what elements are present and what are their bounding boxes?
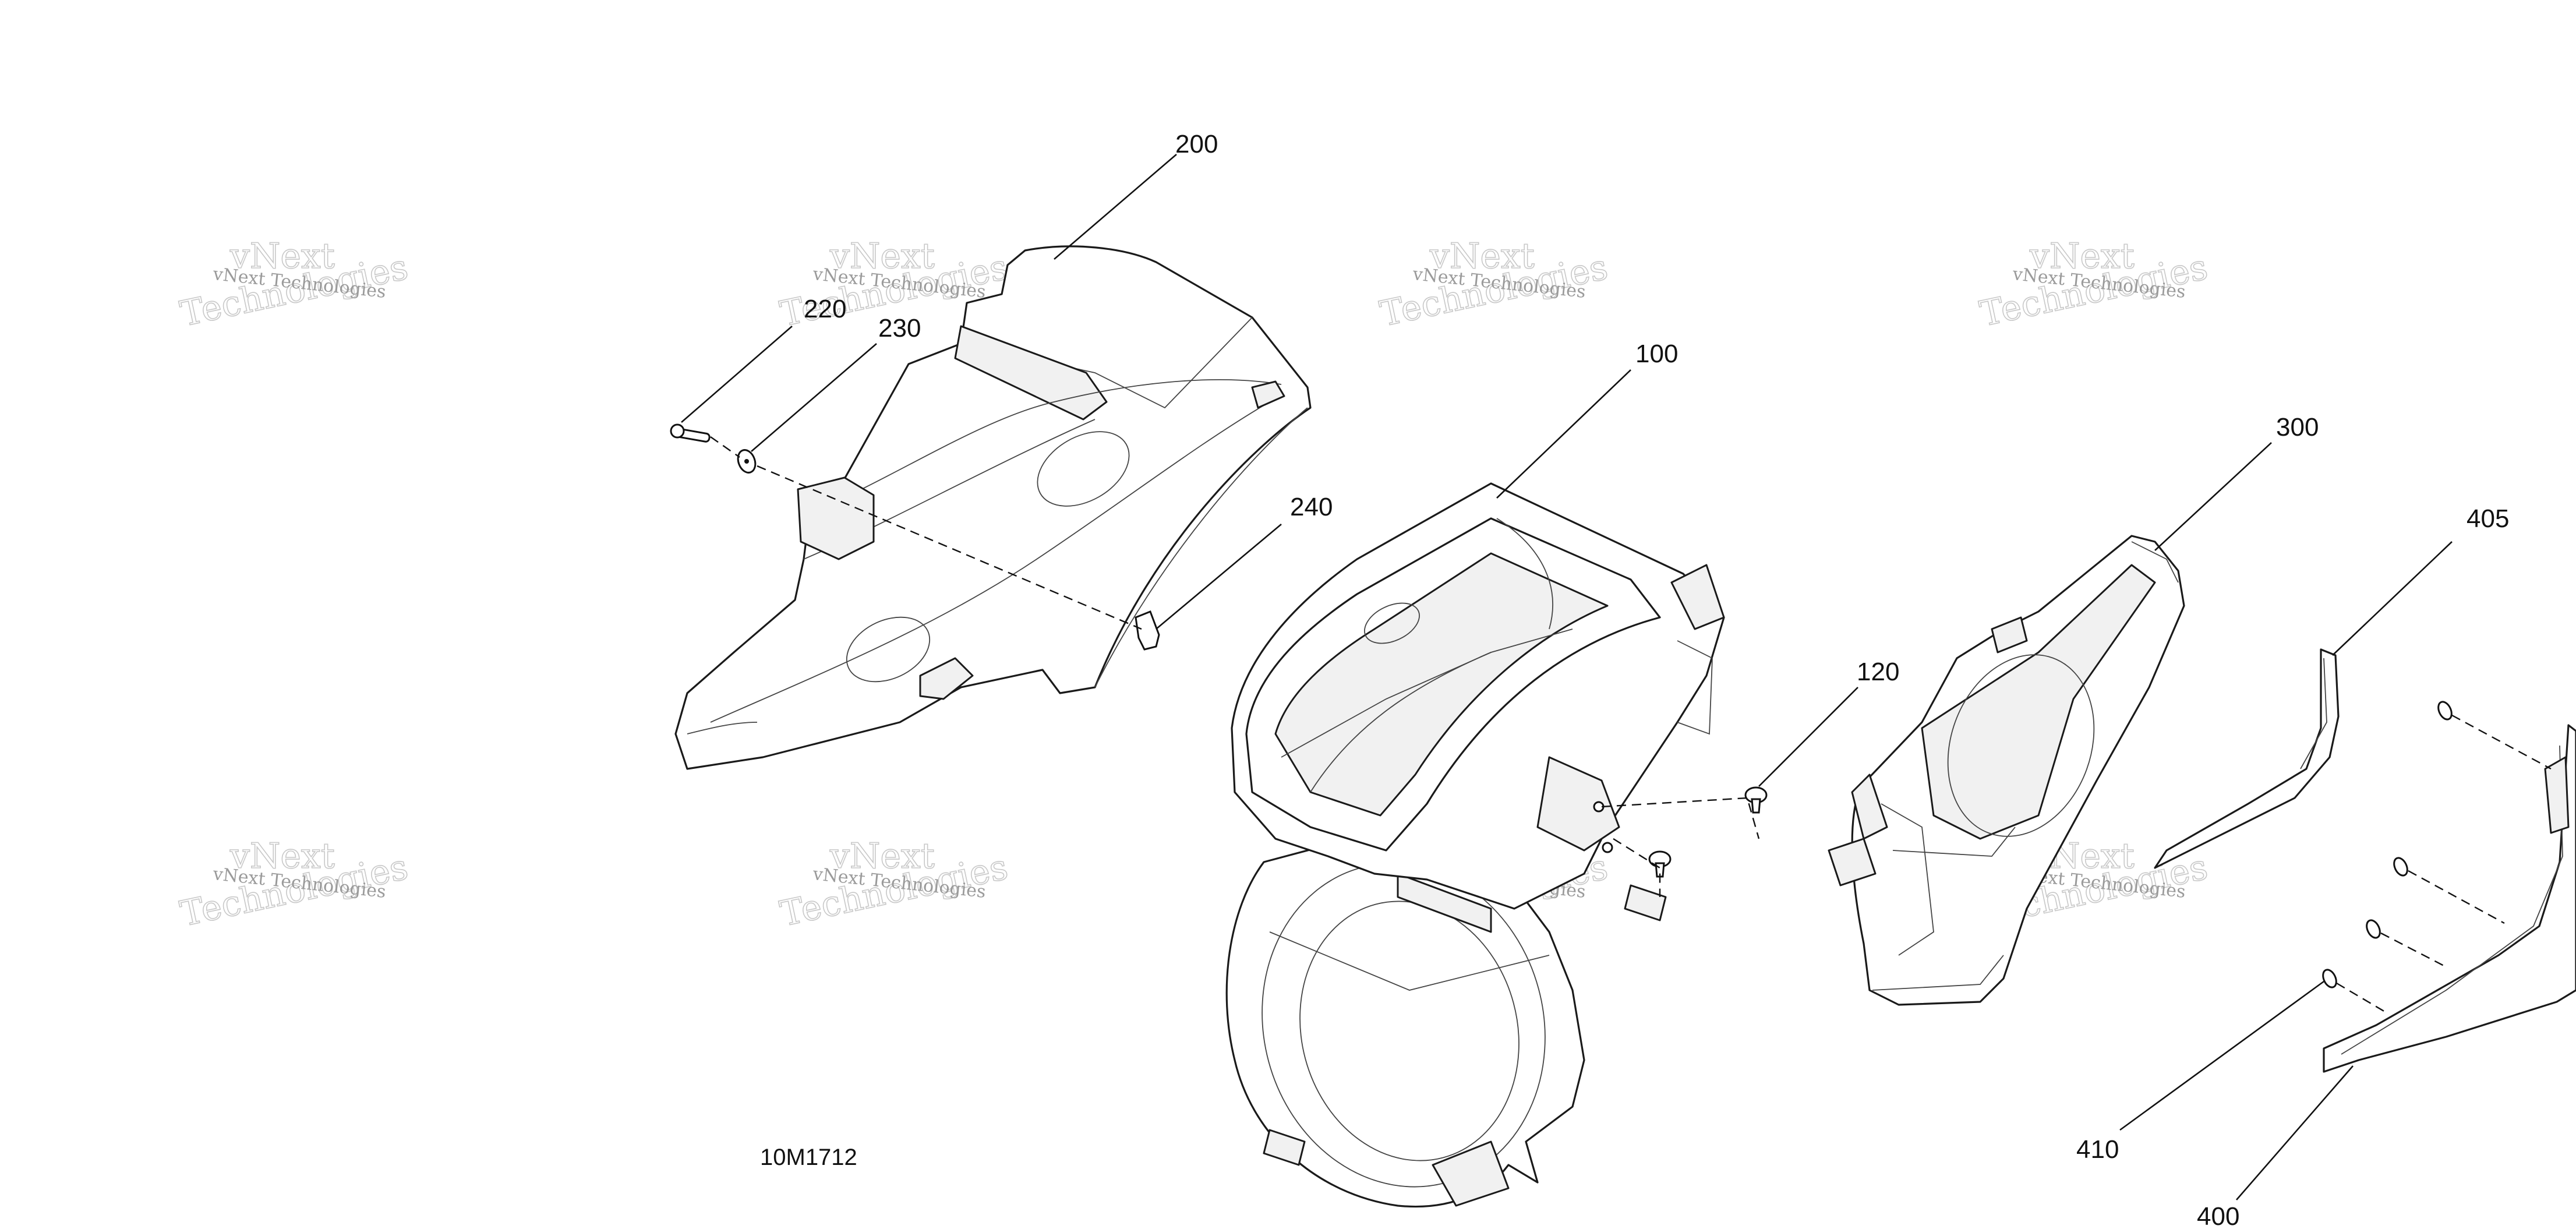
callout-400: 400 (2197, 1202, 2239, 1229)
leader-230 (751, 343, 877, 452)
part-220-pin (670, 423, 711, 443)
callout-220: 220 (804, 295, 846, 323)
figure-id: 10M1712 (760, 1145, 857, 1170)
leader-lines (681, 154, 2453, 1200)
assembly-axis-lines (710, 436, 2552, 1015)
leader-400 (2236, 1065, 2354, 1200)
part-200-upper-cover (674, 245, 1312, 770)
watermark-word-1: vNext (229, 236, 335, 277)
callout-240: 240 (1290, 493, 1333, 521)
leader-405 (2332, 541, 2453, 656)
callout-300: 300 (2276, 413, 2319, 442)
part-410-rivets (2322, 701, 2453, 988)
leader-100 (1496, 369, 1631, 499)
callout-200: 200 (1175, 130, 1218, 158)
callout-230: 230 (878, 314, 921, 342)
watermark-5: vNext Technologies vNext Technologies (176, 835, 412, 935)
watermark-word-1: vNext (829, 836, 935, 877)
part-120-screw (1648, 786, 1768, 878)
part-100-main-housing (1225, 482, 1725, 1208)
part-405-upper-trim (2154, 648, 2340, 869)
part-230-washer (737, 449, 757, 474)
callout-405: 405 (2467, 504, 2509, 533)
part-240-clip (1135, 610, 1160, 651)
leader-120 (1758, 687, 1858, 787)
callout-labels: 200 220 230 240 100 120 300 405 410 400 (804, 130, 2509, 1229)
watermark-3: vNext Technologies vNext Technologies (1376, 235, 1612, 335)
watermark-word-1: vNext (229, 836, 335, 877)
leader-300 (2154, 442, 2272, 551)
part-300-right-housing (1828, 535, 2185, 1006)
leader-200 (1054, 154, 1177, 260)
watermark-6: vNext Technologies vNext Technologies (776, 835, 1012, 935)
part-400-lower-trim (2323, 724, 2576, 1073)
watermark-4: vNext Technologies vNext Technologies (1976, 235, 2212, 335)
leader-410 (2119, 980, 2324, 1131)
callout-120: 120 (1857, 658, 1899, 686)
callout-100: 100 (1635, 340, 1678, 368)
leader-240 (1156, 524, 1282, 630)
callout-410: 410 (2076, 1135, 2119, 1164)
leader-220 (681, 326, 793, 423)
watermark-word-1: vNext (1429, 236, 1535, 277)
watermark-word-1: vNext (2029, 236, 2135, 277)
watermark-1: vNext Technologies vNext Technologies (176, 235, 412, 335)
watermark-word-1: vNext (829, 236, 935, 277)
